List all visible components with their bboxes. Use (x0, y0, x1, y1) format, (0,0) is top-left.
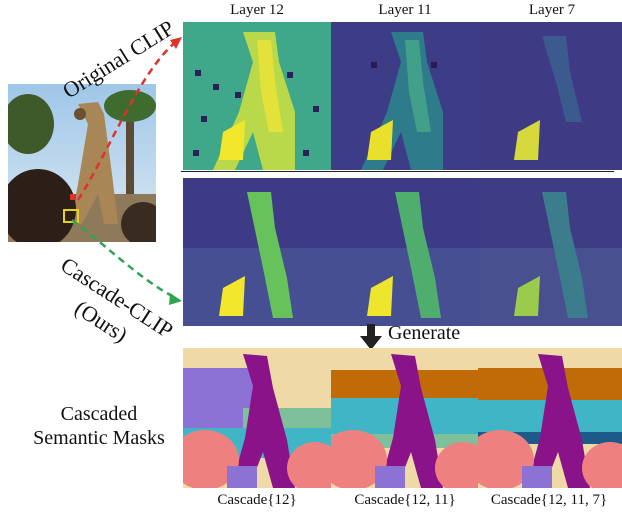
heatmap-original-layer12 (183, 22, 331, 170)
caption-cascade-12-11: Cascade{12, 11} (354, 492, 456, 508)
column-label-layer12: Layer 12 (230, 2, 284, 18)
generate-label: Generate (388, 322, 461, 344)
heatmap-original-layer7 (478, 22, 622, 170)
mask-cascade-12 (183, 348, 331, 488)
mask-cascade-12-11 (331, 348, 479, 488)
heatmap-cascade-layer12 (183, 178, 331, 326)
column-label-layer7: Layer 7 (528, 2, 576, 18)
caption-cascade-12: Cascade{12} (217, 492, 297, 508)
side-label-line1: Cascaded (60, 403, 138, 425)
heatmap-cascade-layer7 (478, 178, 622, 326)
side-label-line2: Semantic Masks (33, 427, 165, 449)
down-arrow-icon (360, 324, 382, 350)
heatmap-original-layer11 (331, 22, 479, 170)
mask-cascade-12-11-7 (478, 348, 622, 488)
heatmap-cascade-layer11 (331, 178, 479, 326)
row-divider (181, 171, 614, 172)
caption-cascade-12-11-7: Cascade{12, 11, 7} (490, 492, 608, 508)
input-photo (8, 84, 156, 242)
column-label-layer11: Layer 11 (378, 2, 432, 18)
